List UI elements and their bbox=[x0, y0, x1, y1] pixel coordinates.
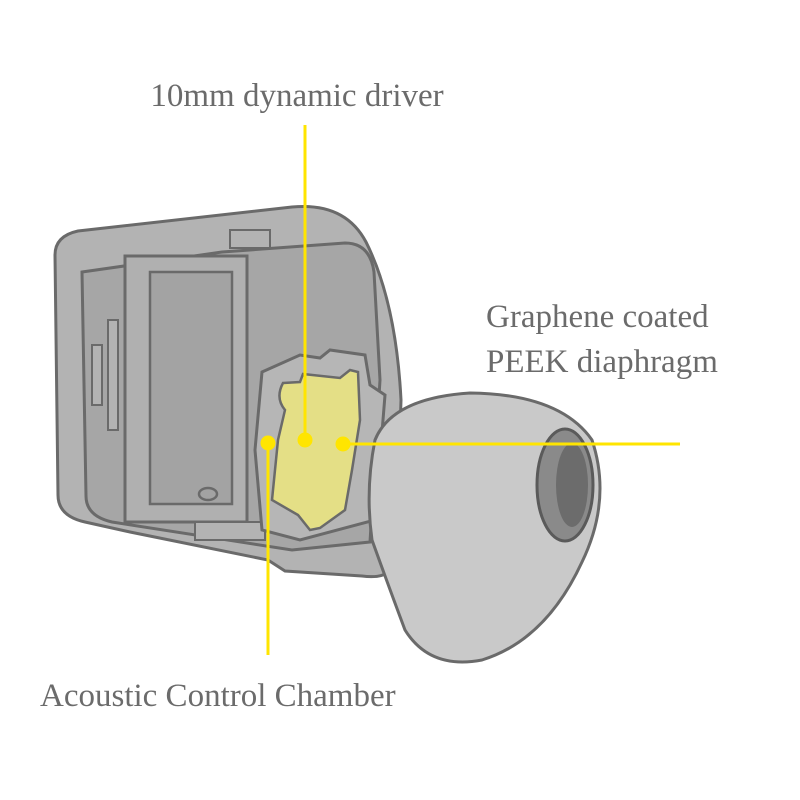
diaphragm-label-line1: Graphene coated bbox=[486, 299, 709, 335]
chamber-label: Acoustic Control Chamber bbox=[40, 678, 396, 714]
diaphragm-label-line2: PEEK diaphragm bbox=[486, 344, 718, 380]
driver-diaphragm bbox=[270, 368, 362, 532]
chamber-pointer-dot bbox=[260, 435, 276, 451]
pointer-lines bbox=[260, 125, 680, 655]
driver-label: 10mm dynamic driver bbox=[150, 78, 443, 114]
eartip bbox=[367, 391, 602, 664]
diaphragm-pointer-dot bbox=[335, 436, 351, 452]
driver-pointer-dot bbox=[297, 432, 313, 448]
